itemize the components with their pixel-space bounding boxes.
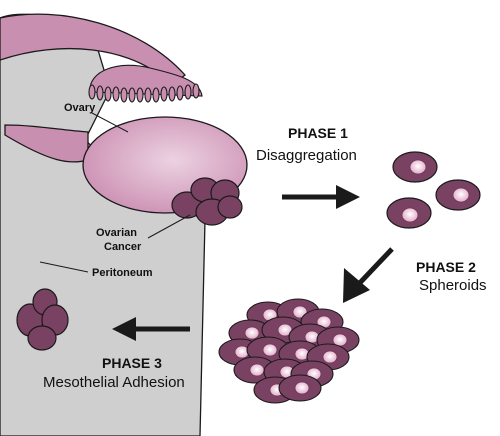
ovary-leader [91,112,129,133]
phase1-title: PHASE 1 [288,125,348,141]
cell [386,197,432,229]
phase1-arrow [282,185,360,209]
peritoneum-leader [39,261,89,273]
peritoneal-implant [16,288,69,351]
ovarian-cancer-label-line2: Cancer [104,241,142,253]
fimbriae [88,64,203,103]
phase2-subtitle: Spheroids [419,277,487,294]
spheroid [218,298,360,404]
spheroid-cell [278,374,322,402]
ovary-label: Ovary [64,102,96,114]
cell [392,151,438,183]
phase3-title: PHASE 3 [102,355,162,371]
phase3-subtitle: Mesothelial Adhesion [43,374,185,391]
phase1-subtitle: Disaggregation [256,147,357,164]
disaggregated-cells [386,151,481,229]
cancer-leader [147,214,191,239]
phase2-title: PHASE 2 [416,259,476,275]
peritoneum-label: Peritoneum [92,267,153,279]
phase2-arrow [343,247,394,303]
cell [435,179,481,211]
ovarian-cancer-cluster [171,177,243,226]
ovarian-cancer-label-line1: Ovarian [96,227,137,239]
phase3-arrow [112,317,190,341]
